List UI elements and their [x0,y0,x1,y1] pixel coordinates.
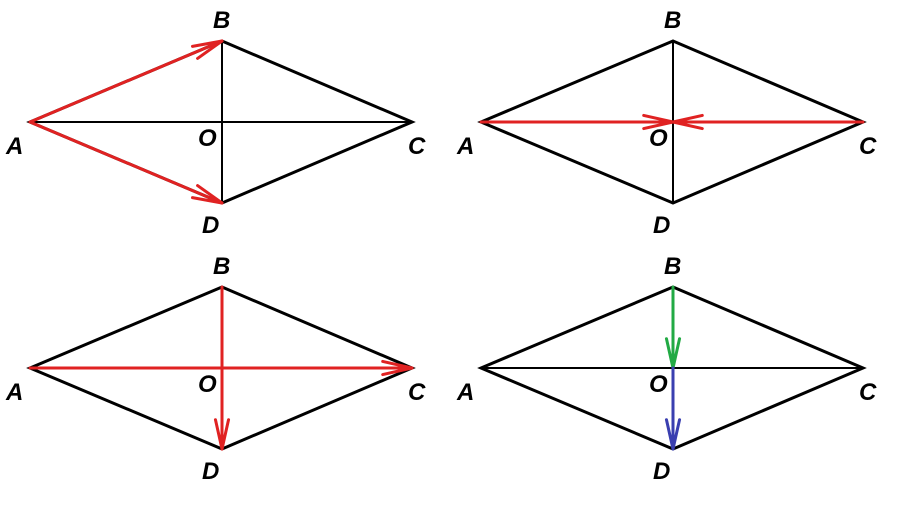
rhombus-panel-2: A B C D O [456,7,877,239]
vertex-label-a: A [5,379,23,406]
vertex-label-d: D [653,212,670,239]
vertex-label-c: C [859,133,877,160]
vertex-label-a: A [456,379,474,406]
vertex-label-b: B [213,7,230,34]
vertex-label-c: C [408,133,426,160]
vector-od [664,366,682,451]
vertex-label-d: D [202,458,219,485]
vertex-label-c: C [408,379,426,406]
vector-bo [664,285,682,370]
vertex-label-a: A [456,133,474,160]
vector-ab [28,39,224,124]
vector-co [671,113,865,131]
vertex-label-c: C [859,379,877,406]
vector-bd [213,285,231,451]
vertex-label-d: D [653,458,670,485]
vertex-label-b: B [213,253,230,280]
rhombus-panel-3: A B C D O [5,253,426,485]
vector-ao [479,113,675,131]
rhombus-panel-4: A B C D O [456,253,877,485]
vertex-label-d: D [202,212,219,239]
vertex-label-o: O [649,371,668,398]
vector-ad [28,120,224,205]
vertex-label-o: O [198,371,217,398]
rhombus-panel-1: A B C D O [5,7,426,239]
vertex-label-a: A [5,133,23,160]
vertex-label-b: B [664,253,681,280]
vertex-label-b: B [664,7,681,34]
vertex-label-o: O [649,125,668,152]
vertex-label-o: O [198,125,217,152]
